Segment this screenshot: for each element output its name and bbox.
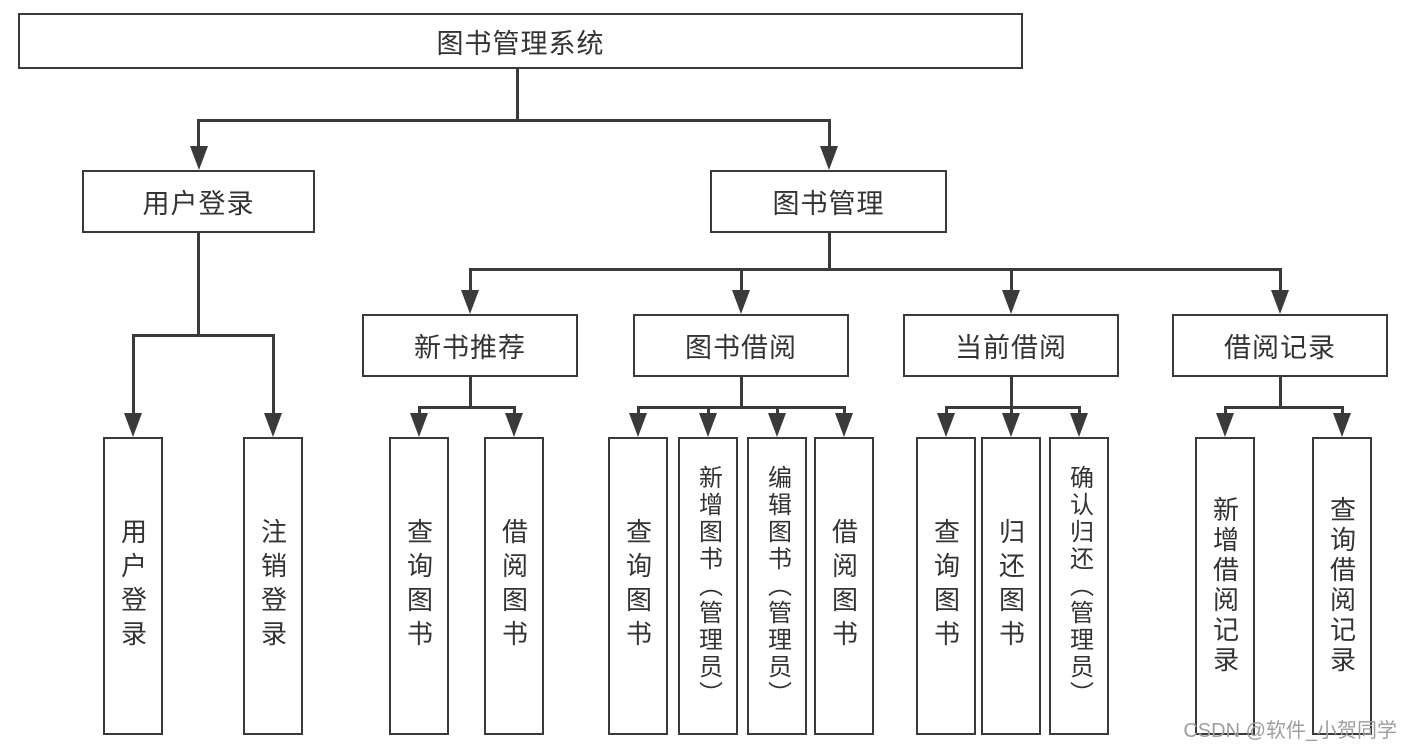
arrowhead <box>937 413 955 437</box>
connector-drop-leaf <box>637 406 640 415</box>
connector-user-login-stem <box>197 233 200 336</box>
node-book-borrow: 图书借阅 <box>633 314 849 377</box>
node-new-book-recommend-label: 新书推荐 <box>414 333 526 363</box>
connector-drop-leaf <box>1224 406 1227 415</box>
connector-drop-leaf <box>1010 406 1013 415</box>
connector-drop-book-management <box>828 119 831 148</box>
connector-drop-leaf <box>945 406 948 415</box>
leaf-return-books: 归还图书 <box>981 437 1041 735</box>
connector-book-borrow-stem <box>740 377 743 408</box>
leaf-user-login-label: 用户登录 <box>117 518 148 654</box>
connector-borrow-records-bar <box>1224 406 1344 409</box>
connector-new-book-stem <box>469 377 472 408</box>
leaf-add-books-admin: 新增图书（管理员） <box>678 437 738 735</box>
arrowhead <box>505 413 523 437</box>
arrowhead <box>1070 413 1088 437</box>
leaf-query-borrow-record-label: 查询借阅记录 <box>1326 496 1357 676</box>
arrowhead <box>410 413 428 437</box>
connector-root-stem <box>516 69 519 121</box>
leaf-query-borrow-record: 查询借阅记录 <box>1312 437 1372 735</box>
leaf-borrow-books-recommend: 借阅图书 <box>484 437 544 735</box>
arrowhead <box>124 413 142 437</box>
connector-drop-user-login <box>197 119 200 148</box>
connector-drop-leaf-user-login <box>132 334 135 415</box>
connector-book-management-stem <box>828 233 831 270</box>
leaf-borrow-books: 借阅图书 <box>814 437 874 735</box>
node-new-book-recommend: 新书推荐 <box>362 314 578 377</box>
leaf-add-borrow-record: 新增借阅记录 <box>1195 437 1255 735</box>
arrowhead <box>1002 413 1020 437</box>
arrowhead <box>835 413 853 437</box>
connector-drop-borrow-records <box>1279 268 1282 292</box>
connector-borrow-records-stem <box>1279 377 1282 408</box>
leaf-confirm-return-admin: 确认归还（管理员） <box>1049 437 1109 735</box>
arrowhead <box>629 413 647 437</box>
arrowhead <box>461 290 479 314</box>
node-library-system: 图书管理系统 <box>18 13 1023 69</box>
leaf-query-books-current: 查询图书 <box>916 437 976 735</box>
connector-drop-leaf <box>513 406 516 415</box>
connector-drop-leaf <box>707 406 710 415</box>
leaf-query-books-borrow-label: 查询图书 <box>622 518 653 654</box>
leaf-edit-books-admin: 编辑图书（管理员） <box>747 437 807 735</box>
connector-new-book-bar <box>418 406 516 409</box>
connector-drop-leaf <box>418 406 421 415</box>
leaf-borrow-books-label: 借阅图书 <box>828 518 859 654</box>
arrowhead <box>820 146 838 170</box>
connector-drop-leaf-logout <box>272 334 275 415</box>
leaf-query-books-recommend-label: 查询图书 <box>403 518 434 654</box>
leaf-query-books-recommend: 查询图书 <box>389 437 449 735</box>
leaf-borrow-books-recommend-label: 借阅图书 <box>498 518 529 654</box>
connector-root-bar <box>198 119 831 122</box>
node-current-borrow-label: 当前借阅 <box>955 333 1067 363</box>
arrowhead <box>732 290 750 314</box>
node-book-management-label: 图书管理 <box>772 189 885 219</box>
leaf-query-books-current-label: 查询图书 <box>930 518 961 654</box>
connector-book-borrow-bar <box>637 406 846 409</box>
arrowhead <box>1002 290 1020 314</box>
arrowhead <box>190 146 208 170</box>
leaf-logout: 注销登录 <box>243 437 303 735</box>
leaf-logout-label: 注销登录 <box>257 518 288 654</box>
node-library-system-label: 图书管理系统 <box>436 28 605 59</box>
leaf-confirm-return-admin-label: 确认归还（管理员） <box>1065 464 1093 708</box>
leaf-return-books-label: 归还图书 <box>995 518 1026 654</box>
arrowhead <box>1216 413 1234 437</box>
node-book-borrow-label: 图书借阅 <box>685 333 797 363</box>
leaf-add-borrow-record-label: 新增借阅记录 <box>1209 496 1240 676</box>
connector-drop-leaf <box>843 406 846 415</box>
leaf-edit-books-admin-label: 编辑图书（管理员） <box>763 464 791 708</box>
connector-current-borrow-bar <box>945 406 1081 409</box>
connector-drop-leaf <box>1341 406 1344 415</box>
node-borrow-records: 借阅记录 <box>1172 314 1388 377</box>
connector-drop-leaf <box>776 406 779 415</box>
arrowhead <box>768 413 786 437</box>
csdn-watermark: CSDN @软件_小贺同学 <box>1183 720 1397 742</box>
leaf-user-login: 用户登录 <box>103 437 163 735</box>
connector-user-login-bar <box>132 334 275 337</box>
arrowhead <box>1271 290 1289 314</box>
arrowhead <box>264 413 282 437</box>
leaf-add-books-admin-label: 新增图书（管理员） <box>694 464 722 708</box>
connector-drop-leaf <box>1078 406 1081 415</box>
arrowhead <box>1333 413 1351 437</box>
connector-current-borrow-stem <box>1010 377 1013 408</box>
leaf-query-books-borrow: 查询图书 <box>608 437 668 735</box>
node-user-login-label: 用户登录 <box>142 189 255 219</box>
connector-drop-book-borrow <box>740 268 743 292</box>
connector-drop-current-borrow <box>1010 268 1013 292</box>
node-book-management: 图书管理 <box>710 170 947 233</box>
connector-drop-new-book <box>469 268 472 292</box>
node-user-login: 用户登录 <box>82 170 315 233</box>
connector-book-management-bar <box>469 268 1282 271</box>
node-current-borrow: 当前借阅 <box>903 314 1119 377</box>
node-borrow-records-label: 借阅记录 <box>1224 333 1336 363</box>
arrowhead <box>699 413 717 437</box>
